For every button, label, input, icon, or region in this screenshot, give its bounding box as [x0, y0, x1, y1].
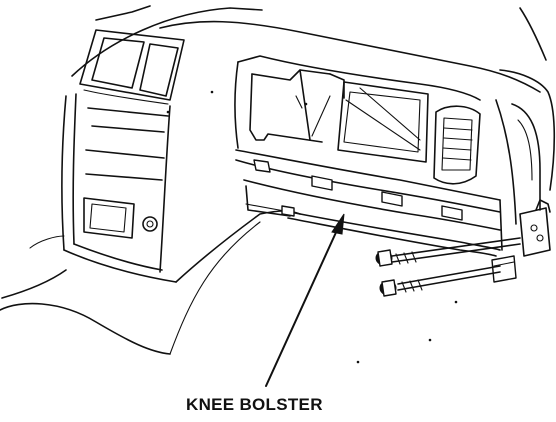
print-specks: [166, 90, 458, 364]
bolt-upper: [375, 237, 521, 267]
door-pillar: [495, 69, 556, 225]
center-upper-vent-unit: [79, 29, 185, 105]
bolt-lower: [379, 265, 501, 297]
mounting-bracket: [491, 199, 551, 283]
passenger-side-vent: [433, 105, 481, 185]
floor-contours: [0, 210, 301, 355]
knee-bolster-panel: [235, 149, 503, 257]
knee-bolster-label: KNEE BOLSTER: [186, 395, 323, 414]
dash-top-contour: [71, 5, 547, 93]
center-console: [29, 93, 177, 283]
mounting-clips: [253, 159, 463, 221]
callout-leader-arrow: [265, 213, 345, 387]
glove-box-opening: [234, 55, 481, 163]
